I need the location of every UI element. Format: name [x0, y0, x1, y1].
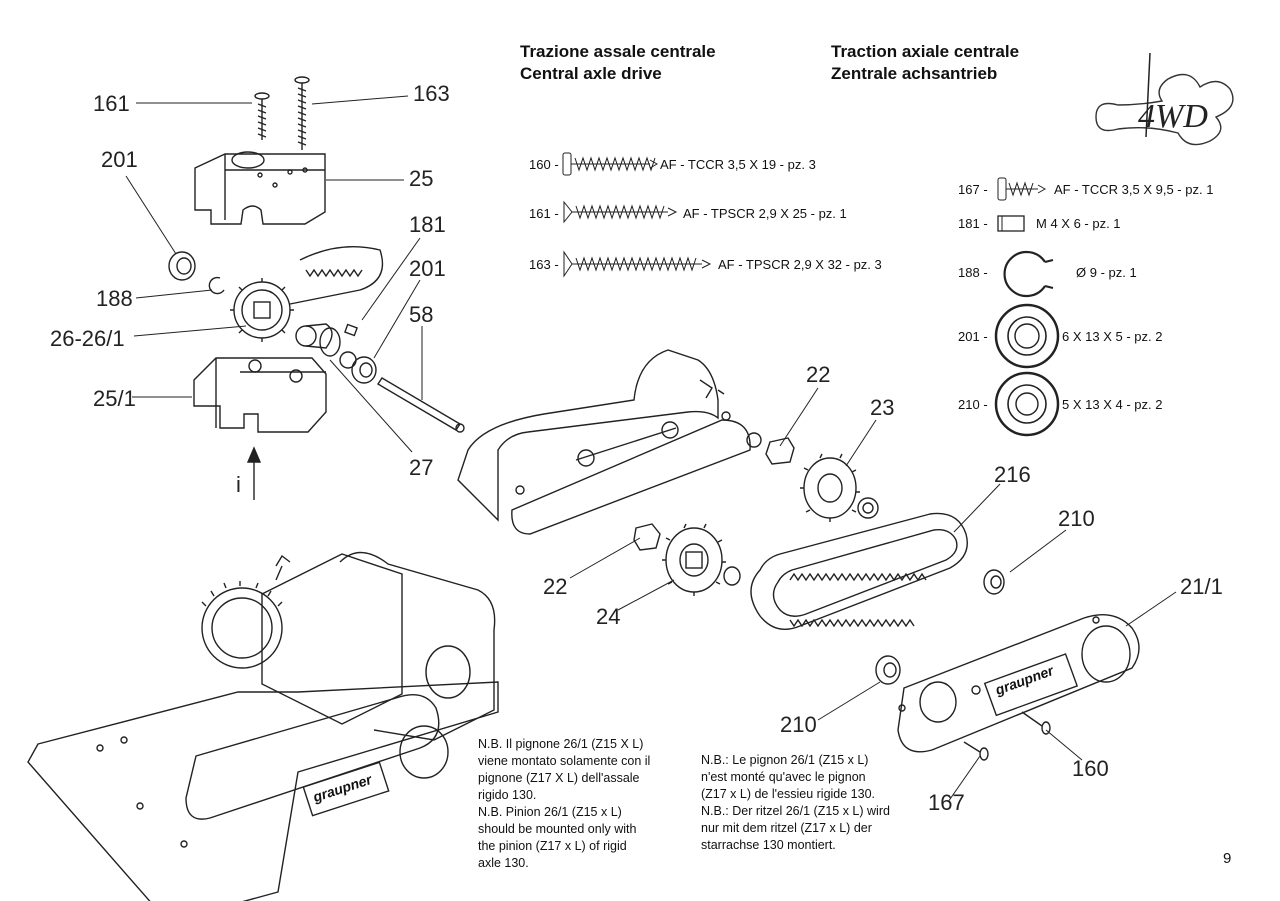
callout-210: 210 [1058, 506, 1095, 531]
hw-161-id: 161 - [529, 206, 559, 221]
hw-201-id: 201 - [958, 329, 988, 344]
callout-201: 201 [101, 147, 138, 172]
heading-german: Zentrale achsantrieb [831, 64, 998, 83]
hw-160-id: 160 - [529, 157, 559, 172]
bearing-210b-part [875, 655, 901, 685]
bearing-210-part [983, 569, 1005, 595]
callout-26-26-1: 26-26/1 [50, 326, 125, 351]
hw-163-id: 163 - [529, 257, 559, 272]
callout-167: 167 [928, 790, 965, 815]
bearing-201-part [168, 251, 196, 281]
hw-181-id: 181 - [958, 216, 988, 231]
belt-top-part [289, 246, 384, 305]
callout-160: 160 [1072, 756, 1109, 781]
callout-201b: 201 [409, 256, 446, 281]
screw-161-icon [563, 200, 678, 224]
hw-188-desc: Ø 9 - pz. 1 [1076, 265, 1137, 280]
callout-163: 163 [413, 81, 450, 106]
belt-216-part [750, 512, 968, 630]
bearing-201-icon [994, 303, 1060, 369]
callout-22: 22 [806, 362, 831, 387]
callout-22b: 22 [543, 574, 568, 599]
hw-160-desc: AF - TCCR 3,5 X 19 - pz. 3 [660, 157, 816, 172]
callout-21-1: 21/1 [1180, 574, 1223, 599]
4wd-logo: 4WD [1095, 52, 1234, 146]
note-it-en: N.B. Il pignone 26/1 (Z15 X L) viene mon… [478, 737, 651, 870]
gear-24-part [662, 523, 741, 596]
bearing-210-icon [994, 371, 1060, 437]
hw-161-desc: AF - TPSCR 2,9 X 25 - pz. 1 [683, 206, 847, 221]
spacer-22-part [746, 432, 795, 465]
hw-167-id: 167 - [958, 182, 988, 197]
grub-screw-181-icon [997, 215, 1025, 232]
heading-french: Traction axiale centrale [831, 42, 1020, 61]
callout-23: 23 [870, 395, 895, 420]
page-number: 9 [1223, 850, 1232, 867]
gear-26-part [230, 278, 294, 342]
callout-161: 161 [93, 91, 130, 116]
callout-188: 188 [96, 286, 133, 311]
grub-screw-181-part [344, 323, 358, 337]
screw-161-part [254, 92, 270, 140]
bearing-201b-part [339, 351, 377, 384]
screw-167-part [963, 741, 989, 761]
screw-167-icon [997, 177, 1047, 201]
callout-25-1: 25/1 [93, 386, 136, 411]
hw-188-id: 188 - [958, 265, 988, 280]
logo-text: 4WD [1138, 98, 1208, 135]
screw-160-icon [562, 152, 659, 176]
heading-english: Central axle drive [520, 64, 662, 83]
hw-210-id: 210 - [958, 397, 988, 412]
callout-181: 181 [409, 212, 446, 237]
housing-25-1-part [193, 357, 327, 433]
belt-housing-part [457, 349, 751, 535]
gear-23-part [800, 453, 879, 522]
hw-163-desc: AF - TPSCR 2,9 X 32 - pz. 3 [718, 257, 882, 272]
screw-163-icon [563, 250, 712, 278]
callout-25: 25 [409, 166, 434, 191]
chassis-assembly-part [27, 551, 499, 901]
note-fr-de: N.B.: Le pignon 26/1 (Z15 x L) n'est mon… [701, 753, 890, 852]
callout-58: 58 [409, 302, 434, 327]
shaft-58-part [377, 377, 465, 433]
callout-210b: 210 [780, 712, 817, 737]
screw-163-part [294, 76, 310, 150]
circlip-188-part [208, 276, 225, 295]
heading-italian: Trazione assale centrale [520, 42, 716, 61]
housing-25-part [194, 151, 326, 225]
callout-27: 27 [409, 455, 434, 480]
circlip-188-icon [1003, 250, 1046, 298]
callout-216: 216 [994, 462, 1031, 487]
hub-27-part [295, 323, 341, 357]
hw-181-desc: M 4 X 6 - pz. 1 [1036, 216, 1121, 231]
callout-i: i [236, 472, 241, 497]
hw-167-desc: AF - TCCR 3,5 X 9,5 - pz. 1 [1054, 182, 1214, 197]
spacer-22b-part [633, 523, 661, 551]
cover-21-1-part [897, 614, 1140, 753]
hw-201-desc: 6 X 13 X 5 - pz. 2 [1062, 329, 1163, 344]
screw-160-part [1021, 711, 1051, 735]
callout-24: 24 [596, 604, 621, 629]
hw-210-desc: 5 X 13 X 4 - pz. 2 [1062, 397, 1163, 412]
